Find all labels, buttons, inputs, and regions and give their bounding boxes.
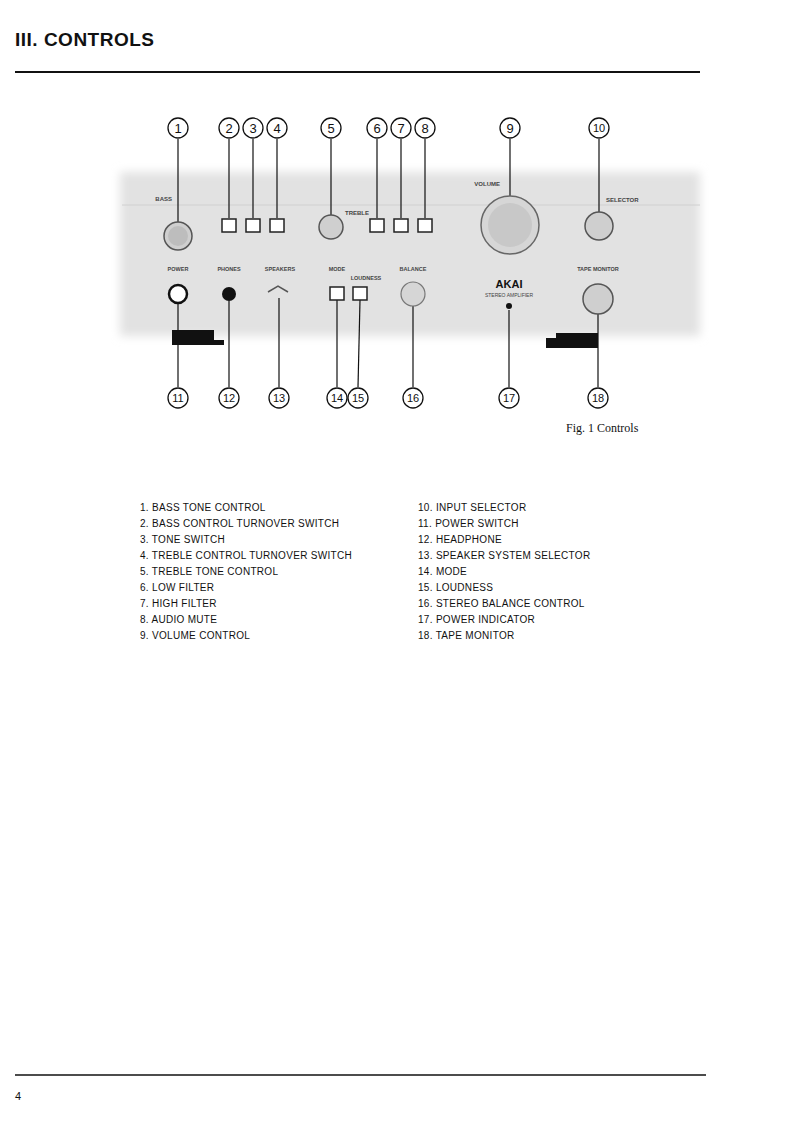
callout-text: 8 xyxy=(421,122,428,135)
callout-text: 13 xyxy=(273,393,285,404)
callout-text: 10 xyxy=(593,123,605,134)
callout-number: 16 xyxy=(402,387,424,409)
callout-text: 7 xyxy=(397,122,404,135)
panel-label: SPEAKERS xyxy=(265,266,295,272)
callout-text: 9 xyxy=(506,122,513,135)
panel-label: TAPE MONITOR xyxy=(577,266,619,272)
callout-text: 5 xyxy=(327,122,334,135)
control-list-item: 10. INPUT SELECTOR xyxy=(418,502,526,513)
page-number: 4 xyxy=(15,1090,21,1102)
panel-label: VOLUME xyxy=(474,181,500,188)
control-list-item: 16. STEREO BALANCE CONTROL xyxy=(418,598,585,609)
control-list-item: 11. POWER SWITCH xyxy=(418,518,519,529)
panel-line xyxy=(122,205,700,206)
header-rule xyxy=(15,71,700,73)
callout-text: 17 xyxy=(503,393,515,404)
control-list-item: 9. VOLUME CONTROL xyxy=(140,630,250,641)
callout-text: 11 xyxy=(172,393,183,404)
callout-number: 14 xyxy=(326,387,348,409)
callout-number: 4 xyxy=(266,117,288,139)
section-title: III. CONTROLS xyxy=(15,30,155,51)
leader-lines xyxy=(178,139,599,387)
callout-text: 14 xyxy=(331,393,343,404)
control-list-item: 13. SPEAKER SYSTEM SELECTOR xyxy=(418,550,590,561)
callout-text: 3 xyxy=(249,122,256,135)
figure-caption: Fig. 1 Controls xyxy=(566,422,638,435)
control-list-item: 5. TREBLE TONE CONTROL xyxy=(140,566,278,577)
panel-label: PHONES xyxy=(217,266,240,272)
control-list-item: 1. BASS TONE CONTROL xyxy=(140,502,266,513)
callout-number: 6 xyxy=(366,117,388,139)
panel-label: BALANCE xyxy=(400,266,427,272)
callout-number: 7 xyxy=(390,117,412,139)
callout-text: 4 xyxy=(273,122,280,135)
callout-number: 9 xyxy=(499,117,521,139)
panel-label: LOUDNESS xyxy=(351,275,382,281)
callout-text: 15 xyxy=(352,393,364,404)
callout-text: 18 xyxy=(592,393,604,404)
control-list-item: 6. LOW FILTER xyxy=(140,582,214,593)
callout-number: 13 xyxy=(268,387,290,409)
callout-number: 17 xyxy=(498,387,520,409)
controls xyxy=(164,196,613,348)
callout-text: 6 xyxy=(373,122,380,135)
callout-number: 10 xyxy=(588,117,610,139)
control-list-item: 3. TONE SWITCH xyxy=(140,534,225,545)
callout-text: 16 xyxy=(407,393,419,404)
callout-number: 3 xyxy=(242,117,264,139)
control-list-item: 12. HEADPHONE xyxy=(418,534,502,545)
callout-number: 1 xyxy=(167,117,189,139)
footer-rule xyxy=(15,1074,706,1076)
control-list-item: 15. LOUDNESS xyxy=(418,582,493,593)
panel-label: AKAI xyxy=(496,278,523,290)
control-list-item: 4. TREBLE CONTROL TURNOVER SWITCH xyxy=(140,550,352,561)
panel-label: BASS xyxy=(155,196,172,203)
panel-label: POWER xyxy=(168,266,189,272)
callout-number: 18 xyxy=(587,387,609,409)
front-panel xyxy=(120,172,700,336)
callout-number: 5 xyxy=(320,117,342,139)
panel-label: MODE xyxy=(329,266,346,272)
panel-label: STEREO AMPLIFIER xyxy=(485,293,533,299)
callout-number: 15 xyxy=(347,387,369,409)
panel-label: TREBLE xyxy=(345,210,369,217)
callout-number: 11 xyxy=(167,387,189,409)
control-list-item: 2. BASS CONTROL TURNOVER SWITCH xyxy=(140,518,339,529)
callout-text: 12 xyxy=(223,393,235,404)
callout-number: 2 xyxy=(218,117,240,139)
control-list-item: 8. AUDIO MUTE xyxy=(140,614,217,625)
callout-number: 12 xyxy=(218,387,240,409)
callout-number: 8 xyxy=(414,117,436,139)
callout-text: 1 xyxy=(174,122,181,135)
control-list-item: 18. TAPE MONITOR xyxy=(418,630,515,641)
control-list-item: 7. HIGH FILTER xyxy=(140,598,217,609)
control-list-item: 14. MODE xyxy=(418,566,467,577)
callout-text: 2 xyxy=(225,122,232,135)
panel-label: SELECTOR xyxy=(606,197,639,204)
control-list-item: 17. POWER INDICATOR xyxy=(418,614,535,625)
